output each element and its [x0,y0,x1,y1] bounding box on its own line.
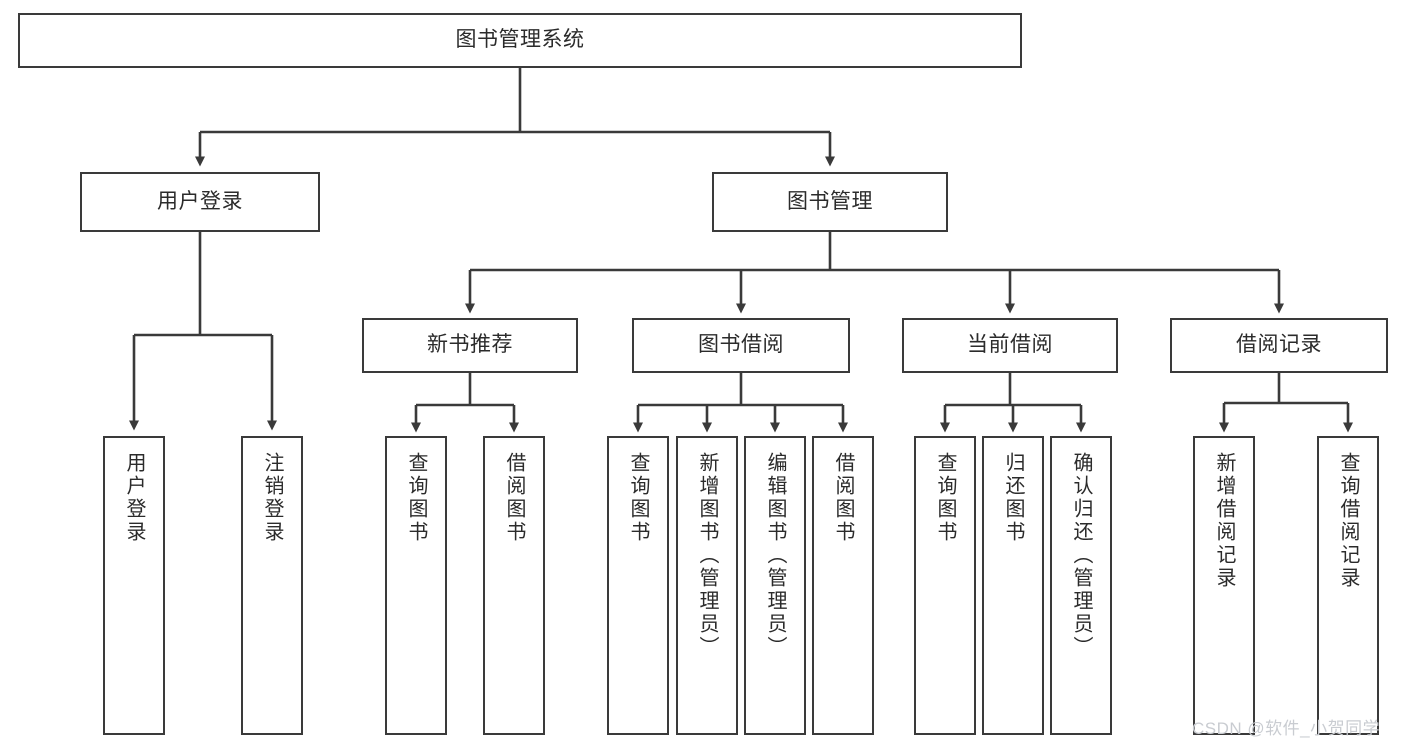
node-leaf-borrow-book-label: 借阅图书 [832,452,854,544]
node-leaf-confirm-return-admin-label: 确认归还（管理员） [1070,452,1092,659]
node-borrow-record-label: 借阅记录 [1236,333,1322,357]
node-leaf-borrow-book-recommend-label: 借阅图书 [503,452,525,544]
node-leaf-add-borrow-record[interactable]: 新增借阅记录 [1193,436,1255,735]
node-current-borrow[interactable]: 当前借阅 [902,318,1118,373]
node-leaf-query-book-current[interactable]: 查询图书 [914,436,976,735]
node-leaf-add-book-admin[interactable]: 新增图书（管理员） [676,436,738,735]
node-leaf-return-book-label: 归还图书 [1002,452,1024,544]
node-leaf-borrow-book[interactable]: 借阅图书 [812,436,874,735]
node-borrow-record[interactable]: 借阅记录 [1170,318,1388,373]
node-leaf-user-login-label: 用户登录 [123,452,145,544]
node-leaf-borrow-book-recommend[interactable]: 借阅图书 [483,436,545,735]
node-leaf-logout[interactable]: 注销登录 [241,436,303,735]
node-root[interactable]: 图书管理系统 [18,13,1022,68]
node-leaf-user-login[interactable]: 用户登录 [103,436,165,735]
node-leaf-query-book-current-label: 查询图书 [934,452,956,544]
node-book-borrow[interactable]: 图书借阅 [632,318,850,373]
node-leaf-edit-book-admin-label: 编辑图书（管理员） [764,452,786,659]
node-new-book-recommend[interactable]: 新书推荐 [362,318,578,373]
node-leaf-return-book[interactable]: 归还图书 [982,436,1044,735]
node-book-borrow-label: 图书借阅 [698,333,784,357]
node-new-book-recommend-label: 新书推荐 [427,333,513,357]
node-leaf-query-book[interactable]: 查询图书 [607,436,669,735]
node-leaf-confirm-return-admin[interactable]: 确认归还（管理员） [1050,436,1112,735]
node-leaf-add-book-admin-label: 新增图书（管理员） [696,452,718,659]
node-leaf-query-book-label: 查询图书 [627,452,649,544]
node-leaf-add-borrow-record-label: 新增借阅记录 [1213,452,1235,590]
node-user-login[interactable]: 用户登录 [80,172,320,232]
node-leaf-query-borrow-record[interactable]: 查询借阅记录 [1317,436,1379,735]
node-root-label: 图书管理系统 [455,28,585,52]
node-book-management[interactable]: 图书管理 [712,172,948,232]
node-leaf-query-book-recommend-label: 查询图书 [405,452,427,544]
node-leaf-edit-book-admin[interactable]: 编辑图书（管理员） [744,436,806,735]
node-leaf-logout-label: 注销登录 [261,452,283,544]
node-user-login-label: 用户登录 [157,189,243,213]
node-leaf-query-borrow-record-label: 查询借阅记录 [1337,452,1359,590]
node-book-management-label: 图书管理 [787,189,873,213]
node-leaf-query-book-recommend[interactable]: 查询图书 [385,436,447,735]
node-current-borrow-label: 当前借阅 [967,333,1053,357]
